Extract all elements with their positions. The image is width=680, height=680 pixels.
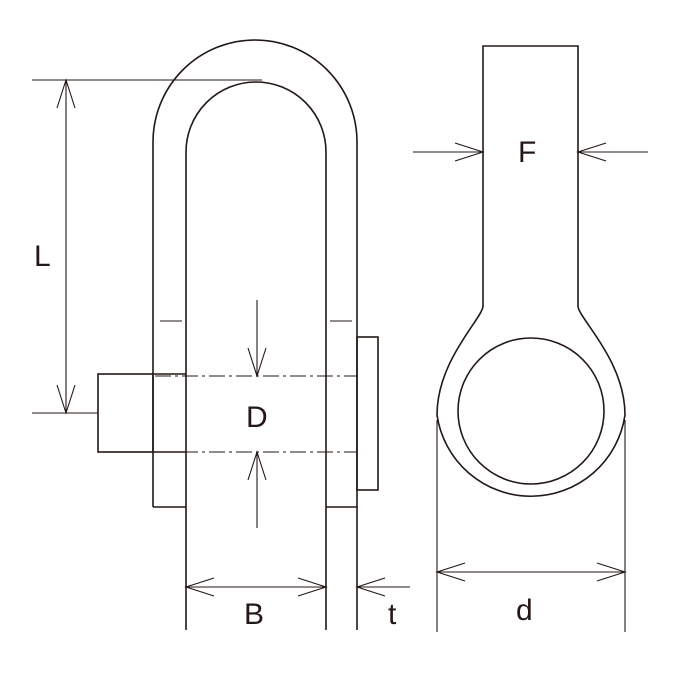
pin-end-plate (356, 336, 379, 491)
bow-outer-outline (152, 39, 358, 508)
side-outer-outline (436, 45, 626, 498)
B-arrow-left (184, 577, 215, 597)
t-label: t (388, 598, 397, 631)
D-arrow-bottom-head (247, 450, 267, 481)
D-label: D (246, 401, 268, 434)
front-view: L D B t (32, 39, 410, 631)
side-view: F d (413, 45, 648, 632)
F-arrow-right (576, 142, 607, 162)
F-label: F (518, 136, 536, 169)
eye-hole (457, 337, 605, 485)
bow-inner-outline (185, 81, 327, 630)
B-arrow-right (297, 577, 328, 597)
t-arrow (355, 577, 386, 597)
L-arrow-top (56, 78, 76, 109)
L-arrow-bottom (56, 384, 76, 415)
d-label: d (516, 594, 533, 627)
D-arrow-top-head (247, 347, 267, 378)
d-arrow-right (596, 562, 627, 582)
F-arrow-left (454, 142, 485, 162)
d-arrow-left (435, 562, 466, 582)
pin-head (97, 373, 154, 453)
L-label: L (34, 240, 51, 273)
B-label: B (244, 598, 264, 631)
